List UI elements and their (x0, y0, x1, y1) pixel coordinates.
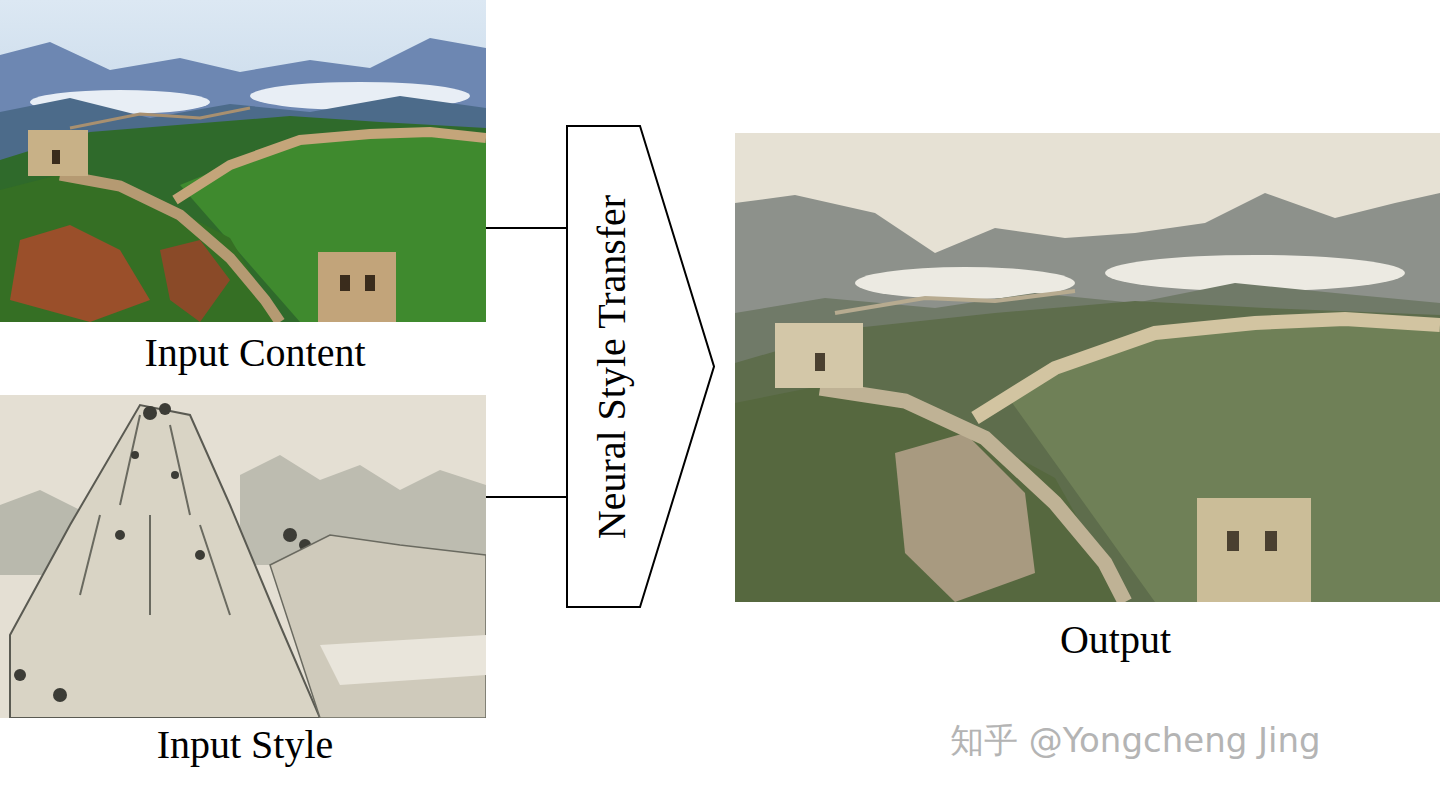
wall (820, 388, 1125, 602)
front-hill (0, 172, 280, 322)
tower-door (365, 275, 375, 291)
wall (60, 175, 280, 322)
tower-door (1265, 531, 1277, 551)
distant-wall (70, 108, 250, 128)
right-hills (270, 535, 486, 718)
pentagon-shape (567, 126, 714, 607)
pentagon-outline (566, 125, 715, 608)
process-label: Neural Style Transfer (589, 194, 635, 538)
content-photo (0, 0, 486, 322)
wall (175, 132, 486, 200)
water (320, 635, 486, 685)
image-caption: Input Content (12, 330, 498, 376)
ink-strokes (80, 415, 230, 615)
distant-wall (835, 291, 1075, 313)
content-image: Input Content (0, 0, 486, 322)
back-hill (735, 301, 1440, 602)
sky (735, 133, 1440, 602)
front-hill (735, 383, 1125, 602)
ink-peak (10, 405, 320, 718)
connector-line (486, 227, 566, 229)
watch-tower (28, 130, 88, 176)
tower-door (815, 353, 825, 371)
image-caption: Output (763, 617, 1440, 663)
tower-door (340, 275, 350, 291)
watch-tower (775, 323, 863, 388)
watch-tower (1197, 498, 1311, 602)
sky (0, 0, 486, 322)
output-image (735, 133, 1440, 602)
output-image: Output (735, 133, 1440, 602)
tower-door (1227, 531, 1239, 551)
watch-tower (318, 252, 396, 322)
style-image: Input Style (0, 395, 486, 718)
style-painting (0, 395, 486, 718)
tower-door (52, 150, 60, 164)
back-hill (0, 116, 486, 322)
wall (975, 319, 1440, 418)
image-caption: Input Style (2, 722, 488, 768)
rock (10, 225, 150, 322)
watermark: 知乎 @Yongcheng Jing (950, 720, 1321, 760)
process-pentagon: Neural Style Transfer (566, 125, 715, 608)
connector-line (486, 496, 566, 498)
paper (0, 395, 486, 718)
